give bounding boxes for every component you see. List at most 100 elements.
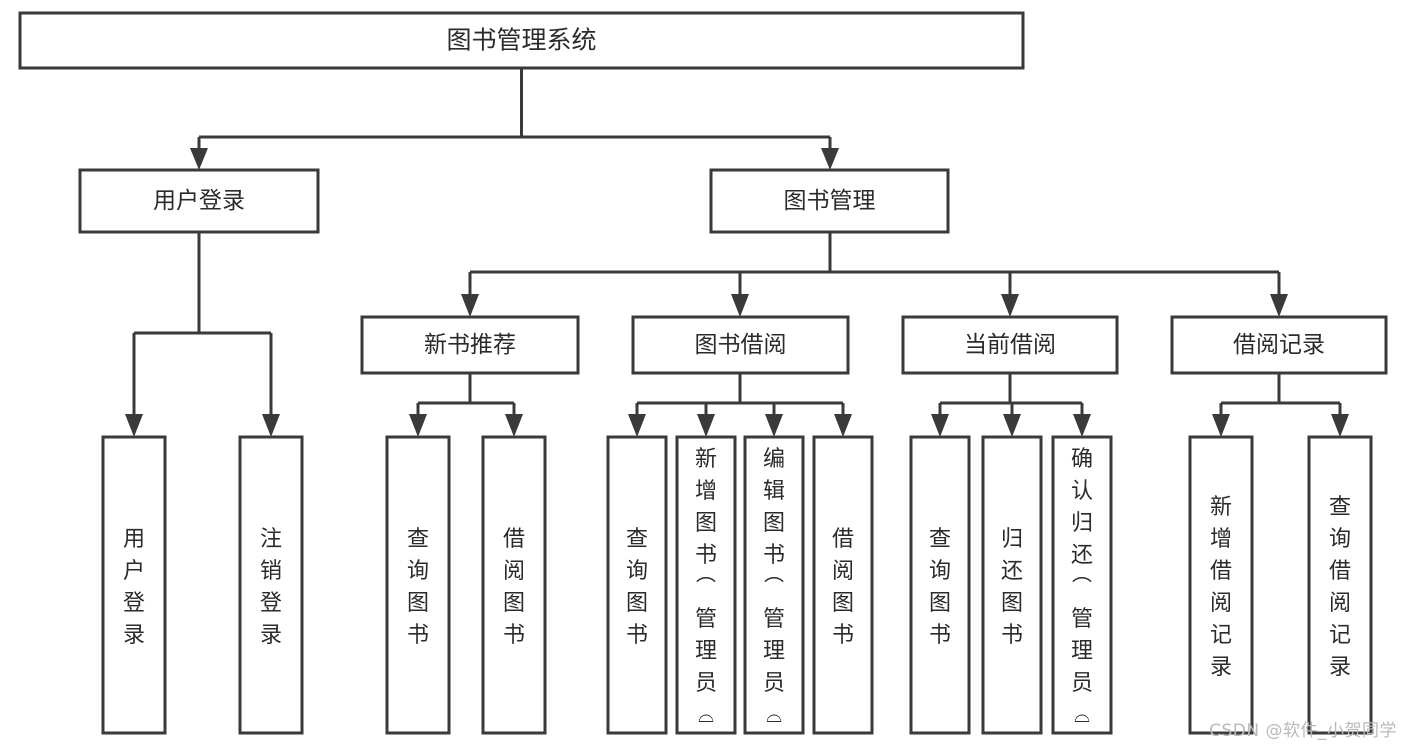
- leaf-node[interactable]: 用户登录: [101, 435, 167, 735]
- connector-currentborrow-to-leaves: [931, 373, 1091, 437]
- arrow-head-leaf-query-book-3: [931, 414, 949, 437]
- node-current-borrow-box[interactable]: [901, 315, 1119, 375]
- leaf-label-char: 记: [1329, 623, 1351, 648]
- leaf-node-layer: 用户登录注销登录查询图书借阅图书查询图书新增图书⌒管理员⌓编辑图书⌒管理员⌓借阅…: [101, 435, 1373, 735]
- leaf-node[interactable]: 查询图书: [909, 435, 971, 735]
- leaf-label-char: 阅: [832, 559, 854, 584]
- leaf-node-box[interactable]: [385, 435, 451, 735]
- leaf-label-char: 管: [1071, 607, 1093, 632]
- node-current-borrow[interactable]: 当前借阅: [901, 315, 1119, 375]
- leaf-label-char: ⌒: [1072, 575, 1092, 599]
- node-book-borrow[interactable]: 图书借阅: [631, 315, 850, 375]
- node-user-login-box[interactable]: [78, 168, 320, 234]
- leaf-label-char: 理: [763, 639, 785, 664]
- node-book-management-box[interactable]: [709, 168, 950, 234]
- node-book-management-label: 图书管理: [784, 188, 876, 214]
- leaf-label-char: 图: [695, 511, 717, 536]
- leaf-label-char: 书: [503, 623, 525, 648]
- arrow-head-leaf-borrow-book-2: [834, 414, 852, 437]
- leaf-label-char: ⌓: [766, 703, 782, 727]
- arrow-head-current-borrow: [1001, 294, 1019, 317]
- leaf-node-box[interactable]: [981, 435, 1043, 735]
- leaf-node-box[interactable]: [1051, 435, 1113, 735]
- leaf-node-box[interactable]: [606, 435, 668, 735]
- leaf-node-box[interactable]: [1307, 435, 1373, 735]
- leaf-node-label: 查询图书: [626, 527, 648, 648]
- leaf-node-box[interactable]: [101, 435, 167, 735]
- leaf-node[interactable]: 借阅图书: [481, 435, 547, 735]
- leaf-label-char: 员: [695, 671, 717, 696]
- node-book-management[interactable]: 图书管理: [709, 168, 950, 234]
- node-root-system[interactable]: 图书管理系统: [18, 11, 1025, 70]
- leaf-label-char: ⌒: [696, 575, 716, 599]
- leaf-node-label: 确认归还⌒管理员⌓: [1071, 447, 1093, 727]
- leaf-label-char: 登: [260, 591, 282, 616]
- connector-borrowrecord-to-leaves: [1212, 373, 1349, 437]
- leaf-label-char: 录: [1329, 655, 1351, 680]
- leaf-label-char: 归: [1001, 527, 1023, 552]
- leaf-node-box[interactable]: [743, 435, 805, 735]
- node-new-book-recommend-box[interactable]: [360, 315, 580, 375]
- node-borrow-record[interactable]: 借阅记录: [1170, 315, 1388, 375]
- leaf-label-char: ⌒: [764, 575, 784, 599]
- leaf-node-box[interactable]: [675, 435, 737, 735]
- node-root-box[interactable]: [18, 11, 1025, 70]
- leaf-node[interactable]: 编辑图书⌒管理员⌓: [743, 435, 805, 735]
- leaf-label-char: 管: [695, 607, 717, 632]
- leaf-node-box[interactable]: [1188, 435, 1254, 735]
- leaf-node-label: 编辑图书⌒管理员⌓: [763, 447, 785, 727]
- arrow-head-leaf-query-record: [1331, 414, 1349, 437]
- leaf-node-box[interactable]: [909, 435, 971, 735]
- leaf-node-label: 查询图书: [929, 527, 951, 648]
- leaf-label-char: 户: [123, 559, 145, 584]
- leaf-node[interactable]: 注销登录: [238, 435, 304, 735]
- leaf-label-char: ⌓: [1074, 703, 1090, 727]
- leaf-label-char: 书: [763, 543, 785, 568]
- leaf-node[interactable]: 确认归还⌒管理员⌓: [1051, 435, 1113, 735]
- node-new-book-recommend[interactable]: 新书推荐: [360, 315, 580, 375]
- leaf-node-box[interactable]: [481, 435, 547, 735]
- leaf-node-label: 查询图书: [407, 527, 429, 648]
- leaf-label-char: 理: [695, 639, 717, 664]
- leaf-label-char: 询: [1329, 527, 1351, 552]
- arrow-head-book-borrow: [731, 294, 749, 317]
- leaf-node-label: 新增图书⌒管理员⌓: [695, 447, 717, 727]
- leaf-node[interactable]: 归还图书: [981, 435, 1043, 735]
- node-book-borrow-box[interactable]: [631, 315, 850, 375]
- leaf-label-char: 查: [626, 527, 648, 552]
- leaf-label-char: 图: [407, 591, 429, 616]
- arrow-head-leaf-borrow-book-1: [505, 414, 523, 437]
- node-borrow-record-box[interactable]: [1170, 315, 1388, 375]
- leaf-node-label: 注销登录: [260, 527, 282, 648]
- leaf-node-label: 用户登录: [123, 527, 145, 648]
- leaf-label-char: 用: [123, 527, 145, 552]
- leaf-label-char: 借: [1329, 559, 1351, 584]
- arrow-head-new-book-recommend: [461, 294, 479, 317]
- leaf-node-box[interactable]: [812, 435, 874, 735]
- node-borrow-record-label: 借阅记录: [1233, 332, 1325, 358]
- leaf-label-char: 查: [407, 527, 429, 552]
- arrow-head-leaf-add-book: [697, 414, 715, 437]
- leaf-label-char: 管: [763, 607, 785, 632]
- leaf-node[interactable]: 查询图书: [606, 435, 668, 735]
- leaf-label-char: 询: [407, 559, 429, 584]
- leaf-label-char: 归: [1071, 511, 1093, 536]
- leaf-node-box[interactable]: [238, 435, 304, 735]
- leaf-label-char: ⌓: [698, 703, 714, 727]
- leaf-label-char: 查: [1329, 495, 1351, 520]
- leaf-node[interactable]: 借阅图书: [812, 435, 874, 735]
- leaf-label-char: 书: [626, 623, 648, 648]
- leaf-label-char: 阅: [503, 559, 525, 584]
- node-new-book-recommend-label: 新书推荐: [424, 332, 516, 358]
- leaf-label-char: 新: [1210, 495, 1232, 520]
- leaf-node[interactable]: 新增借阅记录: [1188, 435, 1254, 735]
- node-user-login[interactable]: 用户登录: [78, 168, 320, 234]
- leaf-label-char: 查: [929, 527, 951, 552]
- leaf-node[interactable]: 新增图书⌒管理员⌓: [675, 435, 737, 735]
- leaf-label-char: 借: [503, 527, 525, 552]
- leaf-node[interactable]: 查询借阅记录: [1307, 435, 1373, 735]
- arrow-head-leaf-return-book: [1003, 414, 1021, 437]
- leaf-node[interactable]: 查询图书: [385, 435, 451, 735]
- leaf-label-char: 图: [626, 591, 648, 616]
